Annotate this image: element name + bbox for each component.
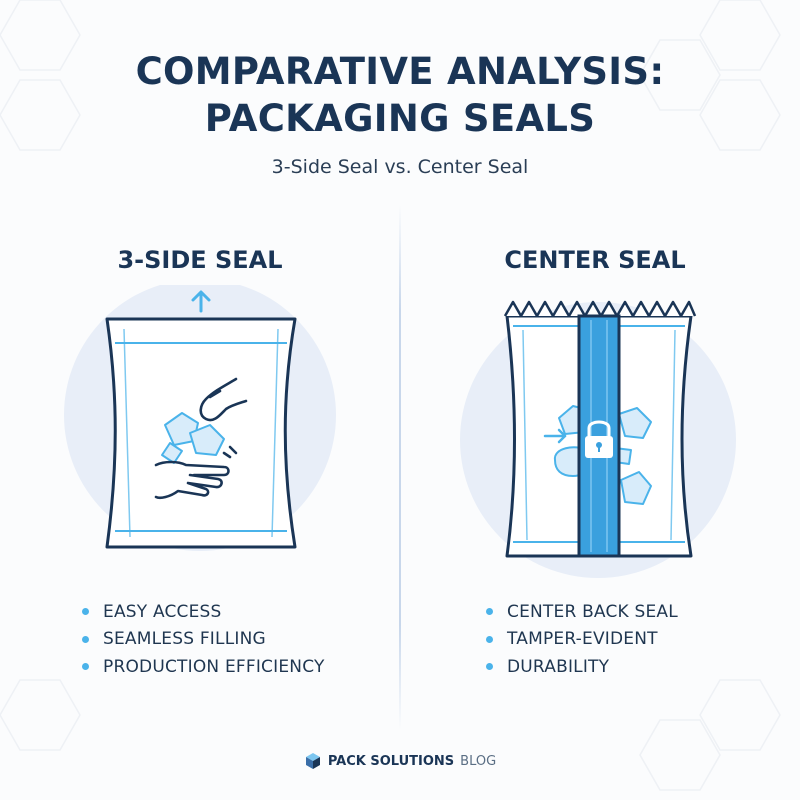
three-side-seal-title: 3-SIDE SEAL <box>117 246 283 274</box>
feature-label: DURABILITY <box>507 656 610 677</box>
bullet-icon <box>82 663 89 671</box>
center-seal-features: CENTER BACK SEAL TAMPER-EVIDENT DURABILI… <box>486 598 678 681</box>
brand-suffix: BLOG <box>460 753 497 769</box>
feature-item: TAMPER-EVIDENT <box>486 626 678 654</box>
feature-label: TAMPER-EVIDENT <box>507 629 658 650</box>
feature-label: EASY ACCESS <box>103 601 222 622</box>
title-line-1: COMPARATIVE ANALYSIS: <box>135 50 665 93</box>
page-subtitle: 3-Side Seal vs. Center Seal <box>271 156 529 178</box>
bullet-icon <box>486 663 493 671</box>
feature-item: PRODUCTION EFFICIENCY <box>82 653 325 681</box>
bullet-icon <box>82 635 89 643</box>
arrow-up-icon <box>191 290 211 313</box>
bullet-icon <box>82 608 89 616</box>
arrow-right-icon <box>543 428 567 444</box>
feature-label: PRODUCTION EFFICIENCY <box>103 656 325 677</box>
page-title: COMPARATIVE ANALYSIS: PACKAGING SEALS <box>0 48 800 142</box>
feature-label: SEAMLESS FILLING <box>103 629 266 650</box>
footer-brand: PACK SOLUTIONS BLOG <box>0 752 800 770</box>
center-seal-illustration <box>460 300 736 578</box>
feature-item: SEAMLESS FILLING <box>82 626 325 654</box>
feature-label: CENTER BACK SEAL <box>507 601 678 622</box>
hand-icon <box>154 377 248 500</box>
center-seal-pouch-icon <box>503 300 697 558</box>
center-divider <box>399 205 401 730</box>
feature-item: DURABILITY <box>486 653 678 681</box>
bullet-icon <box>486 608 493 616</box>
title-line-2: PACKAGING SEALS <box>204 97 596 140</box>
brand-name: PACK SOLUTIONS <box>327 753 455 769</box>
feature-item: EASY ACCESS <box>82 598 325 626</box>
product-pieces-icon <box>161 412 225 464</box>
three-side-seal-features: EASY ACCESS SEAMLESS FILLING PRODUCTION … <box>82 598 325 681</box>
bullet-icon <box>486 635 493 643</box>
lock-icon <box>585 420 613 458</box>
feature-item: CENTER BACK SEAL <box>486 598 678 626</box>
cube-logo-icon <box>305 753 320 769</box>
three-side-seal-illustration <box>64 285 336 551</box>
center-seal-title: CENTER SEAL <box>504 246 686 274</box>
